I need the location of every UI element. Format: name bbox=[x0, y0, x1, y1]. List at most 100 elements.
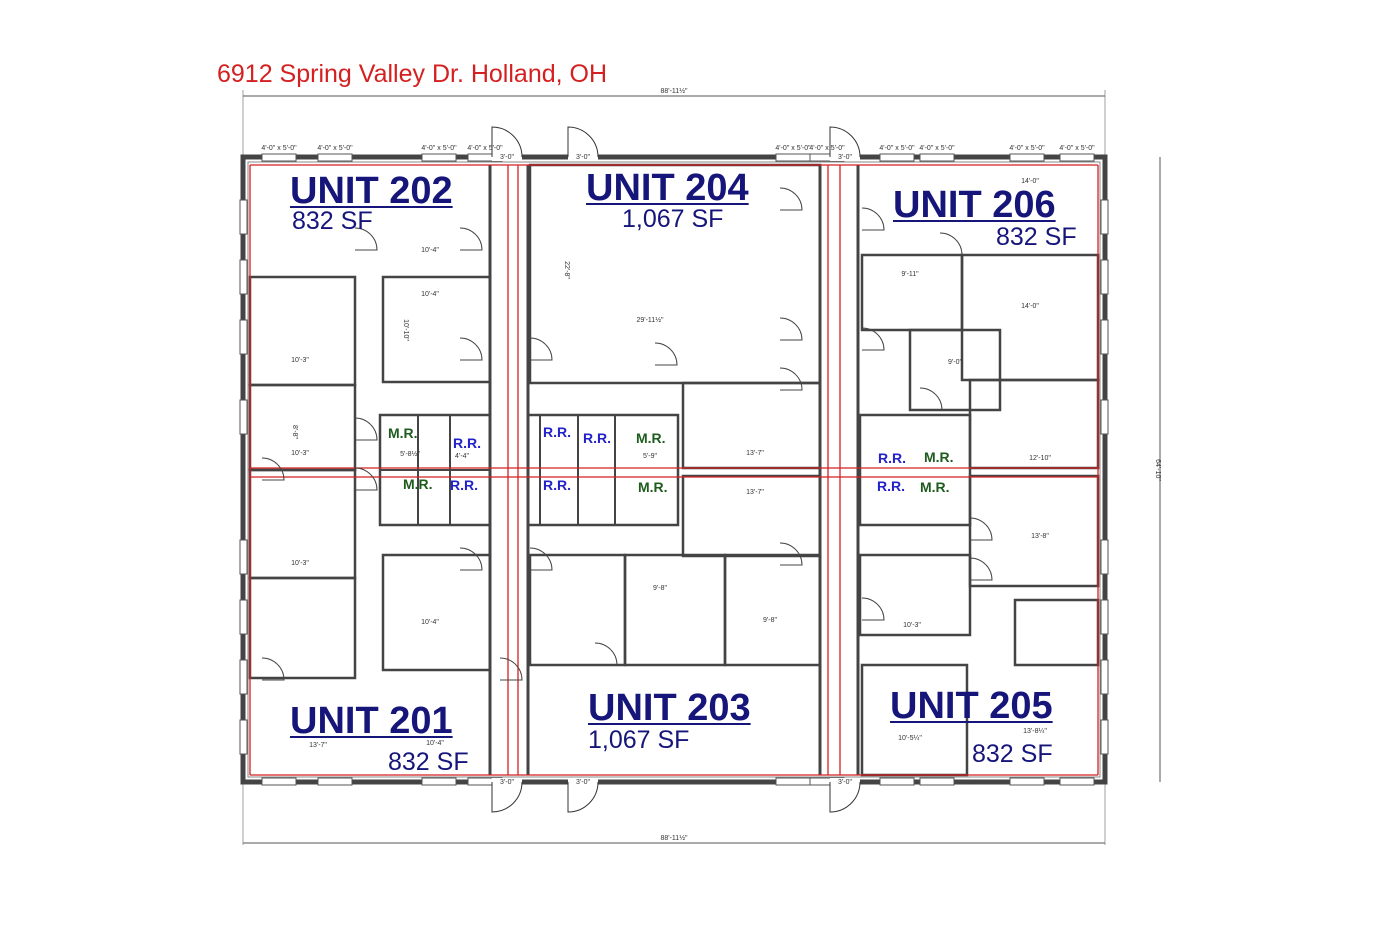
window bbox=[1100, 659, 1109, 695]
room-dimension: 10'-5¼" bbox=[898, 735, 922, 742]
door-swing bbox=[491, 126, 523, 158]
room-wall bbox=[526, 413, 680, 527]
window-label: 4'-0" x 5'-0" bbox=[775, 145, 811, 152]
room-wall bbox=[1013, 598, 1100, 667]
mechanical-room-label: M.R. bbox=[636, 430, 666, 446]
room-wall bbox=[858, 413, 972, 527]
window bbox=[1059, 777, 1095, 786]
window bbox=[919, 777, 955, 786]
window bbox=[919, 153, 955, 162]
labels: 3'-0"3'-0"3'-0"3'-0"3'-0"3'-0"UNIT 20283… bbox=[290, 154, 1077, 786]
window bbox=[239, 259, 248, 295]
room-wall bbox=[623, 553, 727, 667]
window bbox=[879, 777, 915, 786]
window bbox=[1100, 199, 1109, 235]
window-label: 4'-0" x 5'-0" bbox=[261, 145, 297, 152]
room-dimension: 10'-10" bbox=[402, 319, 409, 341]
room-wall bbox=[858, 553, 972, 637]
window-label: 4'-0" x 5'-0" bbox=[317, 145, 353, 152]
room-dimension: 9'-8" bbox=[653, 585, 667, 592]
door-swing bbox=[567, 781, 599, 813]
window bbox=[239, 599, 248, 635]
room-wall bbox=[381, 275, 492, 384]
door-opening bbox=[830, 778, 860, 786]
room-wall bbox=[248, 275, 357, 387]
window bbox=[1009, 777, 1045, 786]
window bbox=[1009, 153, 1045, 162]
window bbox=[1100, 319, 1109, 355]
room-dimension: 10'-4" bbox=[421, 619, 439, 626]
room-dimension: 13'-7" bbox=[309, 742, 327, 749]
window-label: 4'-0" x 5'-0" bbox=[421, 145, 457, 152]
exterior-wall-inner bbox=[247, 161, 1101, 778]
mechanical-room-label: M.R. bbox=[924, 449, 954, 465]
door-swing bbox=[969, 557, 993, 581]
restroom-label: R.R. bbox=[453, 435, 481, 451]
unit-area: 832 SF bbox=[292, 207, 373, 235]
room-dimension: 14'-0" bbox=[1021, 303, 1039, 310]
door-label: 3'-0" bbox=[838, 154, 852, 161]
window bbox=[421, 777, 457, 786]
door-swing bbox=[261, 657, 285, 681]
restroom-label: R.R. bbox=[878, 450, 906, 466]
window bbox=[1100, 539, 1109, 575]
door-swing bbox=[354, 417, 378, 441]
window bbox=[775, 153, 811, 162]
room-dimension: 10'-4" bbox=[426, 740, 444, 747]
room-dimension: 29'-11½" bbox=[636, 316, 664, 324]
door-opening bbox=[568, 153, 598, 161]
door-swing bbox=[654, 342, 678, 366]
door-swing bbox=[829, 781, 861, 813]
dimension-label: 64'-10" bbox=[1154, 459, 1161, 481]
door-swing bbox=[459, 547, 483, 571]
room-dimension: 10'-3" bbox=[291, 560, 309, 567]
restroom-label: R.R. bbox=[543, 477, 571, 493]
door-swing bbox=[969, 517, 993, 541]
room-dimension: 9'-8" bbox=[763, 617, 777, 624]
unit-name: UNIT 201 bbox=[290, 700, 453, 742]
window bbox=[879, 153, 915, 162]
restroom-label: R.R. bbox=[583, 430, 611, 446]
window bbox=[317, 153, 353, 162]
door-swing bbox=[861, 207, 885, 231]
room-dimension: 22'-8" bbox=[563, 261, 570, 279]
door-opening bbox=[568, 778, 598, 786]
door-swing bbox=[779, 542, 803, 566]
unit-area: 1,067 SF bbox=[622, 205, 723, 233]
window bbox=[317, 777, 353, 786]
door-swing bbox=[354, 227, 378, 251]
door-opening bbox=[492, 778, 522, 786]
window bbox=[239, 399, 248, 435]
unit-boundary-lines bbox=[249, 164, 1099, 776]
dimension-label: 88'-11½" bbox=[660, 834, 688, 842]
walls bbox=[239, 153, 1109, 786]
room-dimension: 5'-9" bbox=[643, 453, 657, 460]
door-swing bbox=[919, 387, 943, 411]
room-dimension: 13'-7" bbox=[746, 489, 764, 496]
mechanical-room-label: M.R. bbox=[403, 476, 433, 492]
room-wall bbox=[681, 474, 822, 558]
room-wall bbox=[908, 328, 1002, 412]
room-dimension: 9'-11" bbox=[901, 271, 919, 278]
page-title: 6912 Spring Valley Dr. Holland, OH bbox=[217, 60, 608, 88]
window-label: 4'-0" x 5'-0" bbox=[1059, 145, 1095, 152]
window bbox=[239, 539, 248, 575]
mechanical-room-label: M.R. bbox=[388, 425, 418, 441]
window bbox=[239, 659, 248, 695]
door-label: 3'-0" bbox=[576, 154, 590, 161]
room-wall bbox=[248, 383, 357, 472]
door-label: 3'-0" bbox=[500, 779, 514, 786]
room-dimension: 13'-8" bbox=[1031, 533, 1049, 540]
room-dimension: 8'-8" bbox=[291, 425, 298, 439]
restroom-label: R.R. bbox=[543, 424, 571, 440]
window-label: 4'-0" x 5'-0" bbox=[809, 145, 845, 152]
door-swing bbox=[779, 187, 803, 211]
room-wall bbox=[860, 253, 964, 332]
room-dimension: 13'-7" bbox=[746, 450, 764, 457]
door-label: 3'-0" bbox=[576, 779, 590, 786]
room-dimension: 10'-4" bbox=[421, 247, 439, 254]
window bbox=[1100, 599, 1109, 635]
unit-name: UNIT 205 bbox=[890, 685, 1053, 727]
unit-name: UNIT 202 bbox=[290, 170, 453, 212]
